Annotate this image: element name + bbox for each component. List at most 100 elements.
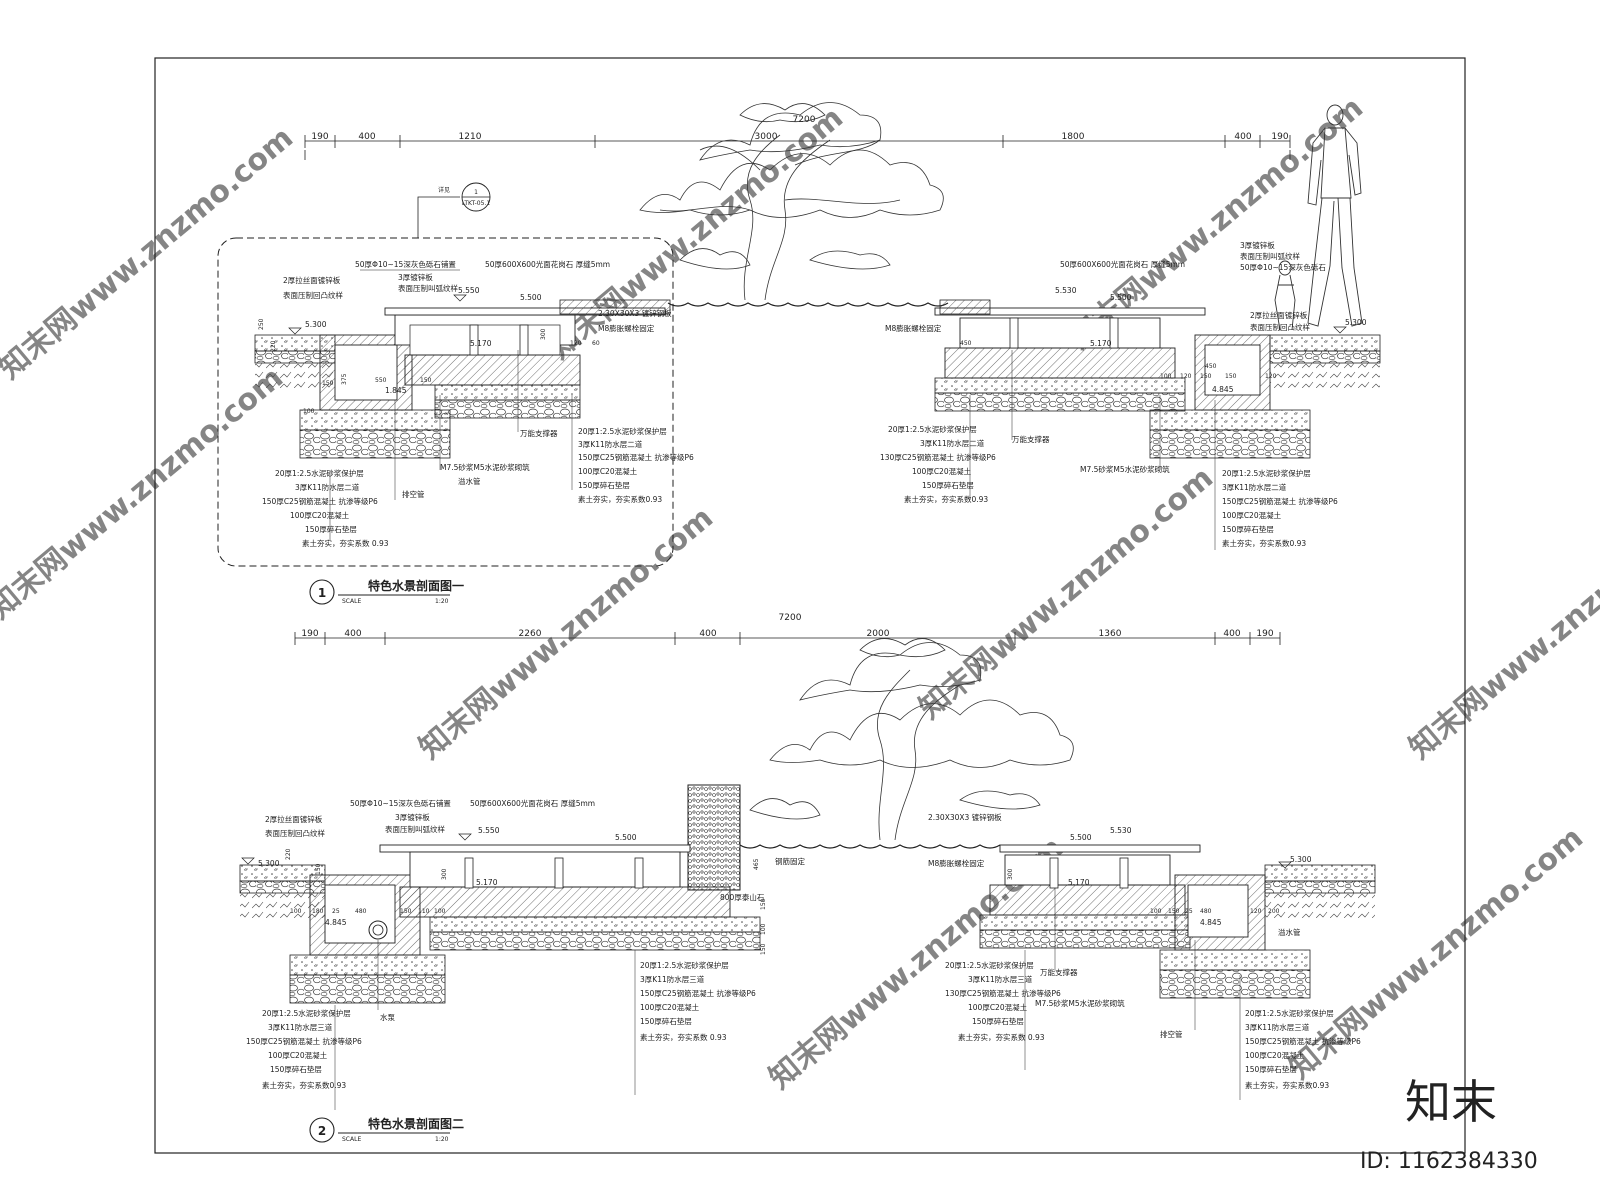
level-label: 4.845 — [325, 918, 347, 927]
note: 150厚碎石垫层 — [1245, 1064, 1297, 1074]
notes-top-mid: 50厚600X600光面花岗石 厚缝5mm — [470, 798, 595, 808]
dim-label: 190 — [301, 629, 318, 639]
notes-right-labels: 万能支撑器 M7.5砂浆M5水泥砂浆砌筑 — [1011, 350, 1170, 474]
note: 150厚碎石垫层 — [972, 1016, 1024, 1026]
small-dim: 550 — [375, 377, 387, 384]
note: 2.30X30X3 镀锌钢板 — [928, 812, 1002, 822]
small-dim: 300 — [540, 328, 547, 340]
note: 150厚碎石垫层 — [270, 1064, 322, 1074]
level-label: 5.300 — [1345, 318, 1367, 327]
note: 50厚Φ10~15深灰色砾石铺置 — [355, 259, 456, 269]
small-dim: 450 — [1205, 363, 1217, 370]
note: 150厚碎石垫层 — [578, 480, 630, 490]
level-label: 5.550 — [478, 826, 500, 835]
note: 100厚C20混凝土 — [290, 510, 350, 520]
dim-label: 400 — [358, 132, 375, 142]
callout-ref: LTKT-05.1 — [462, 200, 490, 207]
note: 钢筋固定 — [775, 856, 805, 866]
level-label: 5.170 — [476, 878, 498, 887]
note: 排空管 — [402, 489, 425, 499]
small-dim: 300 — [441, 868, 448, 880]
pump-icon — [368, 920, 388, 940]
note: 50厚600X600光面花岗石 厚缝5mm — [485, 259, 610, 269]
level-label: 5.500 — [520, 293, 542, 302]
drawing-border — [154, 57, 1466, 1154]
note: 100厚C20混凝土 — [268, 1050, 328, 1060]
note: 3厚K11防水层三道 — [268, 1022, 333, 1032]
note: 150厚C25钢筋混凝土 抗渗等级P6 — [1222, 496, 1338, 506]
small-dim: 100 — [1150, 908, 1162, 915]
small-dim: 100 — [303, 408, 315, 415]
watermark: 知末网www.znzmo.com — [1403, 500, 1600, 766]
level-label: 5.550 — [458, 286, 480, 295]
notes-top-mid: 50厚600X600光面花岗石 厚缝5mm 2.30X30X3 镀锌钢板 M8膨… — [485, 259, 672, 333]
level-label: 5.300 — [1290, 855, 1312, 864]
level-label: 5.530 — [1110, 826, 1132, 835]
note: 素土夯实，夯实系数 0.93 — [958, 1032, 1045, 1042]
level-label: 5.170 — [470, 339, 492, 348]
notes-left-layers: 20厚1:2.5水泥砂浆保护层 3厚K11防水层二道 150厚C25钢筋混凝土 … — [262, 468, 389, 548]
level-label: 5.170 — [1090, 339, 1112, 348]
small-dim: 300 — [1007, 868, 1014, 880]
notes-mid-labels: 钢筋固定 800厚泰山石 水泵 万能支撑器 M7.5砂浆M5水泥砂浆砌筑 溢水管… — [377, 856, 1301, 1039]
small-dim: 220 — [285, 848, 292, 860]
small-dim: 100 — [1160, 373, 1172, 380]
note: 表面压制回凸纹样 — [265, 828, 325, 838]
callout-label: 详见 — [438, 186, 450, 194]
note: 50厚Φ10~15深灰色砾石铺置 — [350, 798, 451, 808]
notes-top-left: 50厚Φ10~15深灰色砾石铺置 2厚拉丝面镀锌板 表面压制回凸纹样 3厚镀锌板… — [283, 259, 460, 300]
note: 素土夯实，夯实系数 0.93 — [302, 538, 389, 548]
level-markers: 5.300 5.550 5.500 5.170 4.845 5.530 5.50… — [241, 826, 1312, 927]
note: 20厚1:2.5水泥砂浆保护层 — [262, 1008, 351, 1018]
level-label: 4.845 — [1200, 918, 1222, 927]
small-dim: 25 — [332, 908, 340, 915]
notes-mid-layers: 20厚1:2.5水泥砂浆保护层 3厚K11防水层三道 150厚C25钢筋混凝土 … — [634, 950, 756, 1095]
dim-label: 2000 — [867, 629, 890, 639]
section-1-title-block: 1 特色水景剖面图一 SCALE 1:20 — [309, 578, 464, 605]
note: 50厚600X600光面花岗石 厚缝5mm — [1060, 259, 1185, 269]
small-dim: 375 — [341, 373, 348, 385]
note: 2厚拉丝面镀锌板 — [1250, 310, 1308, 320]
note: 表面压制回凸纹样 — [1250, 322, 1310, 332]
scale-label: SCALE — [342, 598, 361, 605]
watermark: 知末网www.znzmo.com — [543, 100, 850, 366]
brand-logo: 知末 — [1405, 1075, 1497, 1129]
notes-right-layers-a: 20厚1:2.5水泥砂浆保护层 3厚K11防水层二道 130厚C25钢筋混凝土 … — [880, 395, 996, 504]
stone-dim: 150 — [760, 898, 767, 910]
level-label: 1.845 — [385, 386, 407, 395]
notes-top-right: 50厚600X600光面花岗石 厚缝5mm 3厚镀锌板 表面压制叫弧纹样 50厚… — [885, 240, 1326, 333]
notes-left-layers: 20厚1:2.5水泥砂浆保护层 3厚K11防水层三道 150厚C25钢筋混凝土 … — [246, 1005, 362, 1110]
note: 素土夯实，夯实系数 0.93 — [640, 1032, 727, 1042]
note: 150厚碎石垫层 — [305, 524, 357, 534]
dim-label: 400 — [1223, 629, 1240, 639]
notes-mid-labels: M7.5砂浆M5水泥砂浆砌筑 溢水管 排空管 万能支撑器 — [394, 350, 558, 500]
small-dim: 120 — [1265, 373, 1277, 380]
level-label: 5.500 — [1070, 833, 1092, 842]
note: 150厚碎石垫层 — [640, 1016, 692, 1026]
note: 150厚C25钢筋混凝土 抗渗等级P6 — [1245, 1036, 1361, 1046]
scale-label: SCALE — [342, 1136, 361, 1143]
level-label: 5.500 — [1110, 293, 1132, 302]
small-dim: 150 — [400, 908, 412, 915]
note: 3厚镀锌板 — [1240, 240, 1275, 250]
dim-label: 400 — [1234, 132, 1251, 142]
small-dim: 100 — [290, 908, 302, 915]
image-id-label: ID: 1162384330 — [1360, 1149, 1538, 1174]
note: 100厚C20混凝土 — [1245, 1050, 1305, 1060]
note: 3厚K11防水层三道 — [968, 974, 1033, 984]
note: 素土夯实，夯实系数0.93 — [1222, 538, 1306, 548]
note: 20厚1:2.5水泥砂浆保护层 — [945, 960, 1034, 970]
dim-label: 3000 — [755, 132, 778, 142]
small-dim: 480 — [355, 908, 367, 915]
water-surface — [739, 844, 1001, 849]
notes-right-layers-b: 20厚1:2.5水泥砂浆保护层 3厚K11防水层二道 150厚C25钢筋混凝土 … — [1214, 400, 1338, 550]
level-label: 4.845 — [1212, 385, 1234, 394]
note: 20厚1:2.5水泥砂浆保护层 — [1245, 1008, 1334, 1018]
small-dim: 60 — [592, 340, 600, 347]
level-label: 5.300 — [305, 320, 327, 329]
stone-dim: 100 — [760, 923, 767, 935]
note: 150厚C25钢筋混凝土 抗渗等级P6 — [246, 1036, 362, 1046]
watermark-layer: 知末网www.znzmo.com 知末网www.znzmo.com 知末网www… — [0, 90, 1600, 1096]
level-label: 5.170 — [1068, 878, 1090, 887]
